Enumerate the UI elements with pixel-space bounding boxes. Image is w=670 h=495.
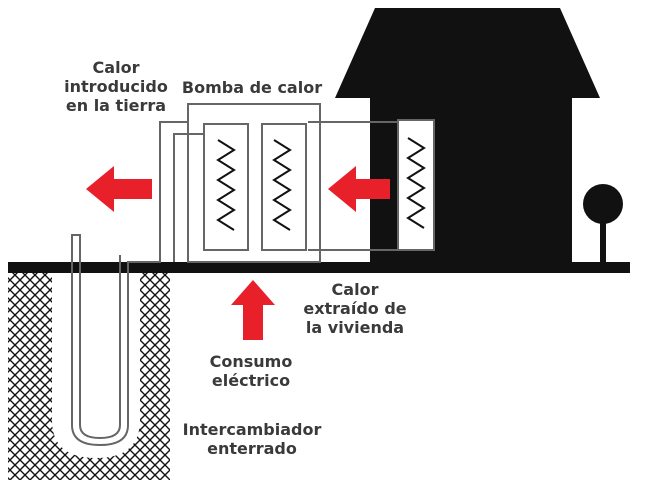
label-heat-from-home: Calor extraído de la vivienda	[300, 280, 410, 337]
label-electric-consumption-line-1: Consumo	[209, 352, 293, 371]
left-coil	[216, 139, 236, 231]
label-electric-consumption: Consumo eléctrico	[196, 352, 306, 390]
label-heat-pump-text: Bomba de calor	[181, 78, 323, 97]
label-heat-from-home-line-1: Calor	[331, 280, 379, 299]
borehole	[52, 272, 140, 458]
indoor-exchanger	[397, 119, 435, 251]
right-coil	[272, 139, 292, 231]
label-electric-consumption-line-2: eléctrico	[211, 371, 291, 390]
ground-loop-pipe-outer	[127, 121, 188, 425]
label-heat-pump: Bomba de calor	[168, 78, 336, 97]
arrow-heat-to-ground	[86, 166, 152, 212]
label-heat-to-ground-line-3: en la tierra	[65, 96, 167, 115]
indoor-coil	[406, 137, 426, 229]
tree-trunk	[600, 220, 606, 262]
label-heat-to-ground-line-1: Calor	[92, 58, 140, 77]
label-heat-to-ground: Calor introducido en la tierra	[56, 58, 176, 115]
house	[335, 8, 600, 262]
tree-crown	[583, 184, 623, 224]
label-heat-to-ground-line-2: introducido	[64, 77, 168, 96]
label-heat-from-home-line-3: la vivienda	[305, 318, 405, 337]
label-ground-exchanger-line-1: Intercambiador	[182, 420, 322, 439]
arrow-electric-input	[231, 280, 275, 340]
ground-loop-u	[71, 234, 129, 447]
label-heat-from-home-line-2: extraído de	[303, 299, 407, 318]
ground-line	[8, 262, 630, 273]
arrow-heat-from-home	[328, 166, 390, 212]
label-ground-exchanger: Intercambiador enterrado	[172, 420, 332, 458]
ground-loop-pipe-inner	[173, 133, 210, 262]
left-coil-box	[203, 123, 249, 251]
label-ground-exchanger-line-2: enterrado	[207, 439, 297, 458]
